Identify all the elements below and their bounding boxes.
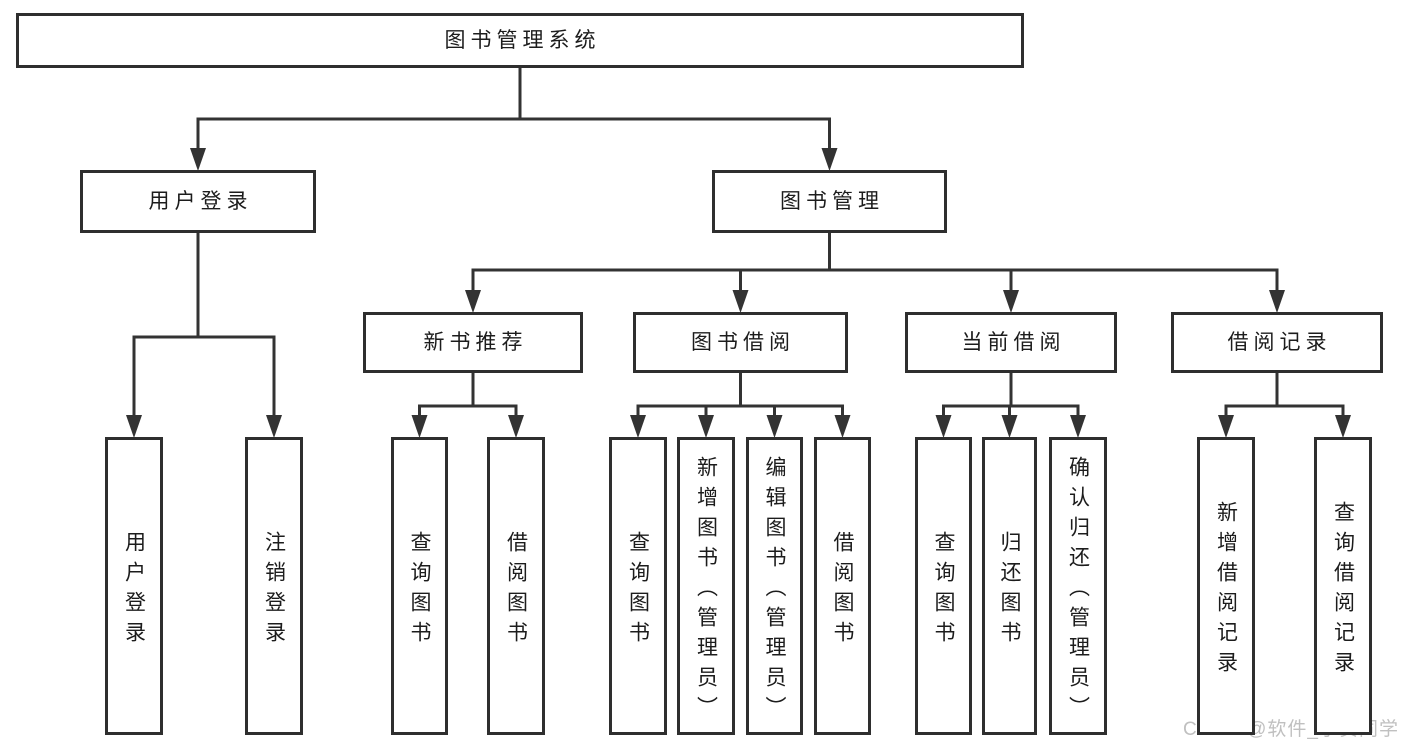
node-label: 编辑图书（管理员） (763, 455, 786, 726)
arrowhead (411, 415, 428, 438)
arrowhead (732, 290, 749, 313)
arrowhead (1218, 415, 1234, 438)
arrowhead (766, 415, 783, 438)
node-leaf-confirm-return: 确认归还（管理员） (1049, 437, 1107, 735)
edges-from-book-borrow (630, 371, 851, 438)
node-label: 查询借阅记录 (1331, 500, 1355, 681)
arrowhead (1003, 290, 1019, 313)
node-label: 归还图书 (998, 530, 1021, 651)
node-borrow-records: 借阅记录 (1171, 312, 1383, 373)
arrowhead (465, 290, 481, 313)
node-new-book-rec: 新书推荐 (363, 312, 583, 373)
node-label: 新书推荐 (423, 331, 528, 354)
node-leaf-borrow-books-new: 借阅图书 (487, 437, 545, 735)
node-label: 用户登录 (122, 530, 146, 651)
node-book-borrow: 图书借阅 (633, 312, 848, 373)
node-label: 图书管理系统 (444, 29, 601, 52)
edges-from-new-book-rec (411, 371, 524, 438)
node-root: 图书管理系统 (16, 13, 1024, 68)
arrowhead (1335, 415, 1351, 438)
node-book-mgmt: 图书管理 (712, 170, 947, 233)
node-leaf-borrow-books-borrow: 借阅图书 (814, 437, 871, 735)
node-leaf-logout: 注销登录 (245, 437, 303, 735)
arrowhead (508, 415, 524, 438)
edges-from-borrow-records (1218, 371, 1351, 438)
node-label: 借阅图书 (831, 530, 854, 651)
edges-from-current-borrow (935, 371, 1086, 438)
arrowhead (266, 415, 282, 438)
arrowhead (1269, 290, 1285, 313)
arrowhead (821, 148, 838, 171)
arrowhead (698, 415, 714, 438)
node-leaf-return-books: 归还图书 (982, 437, 1037, 735)
node-label: 查询图书 (626, 530, 650, 651)
arrowhead (190, 148, 206, 171)
node-leaf-user-login: 用户登录 (105, 437, 163, 735)
node-label: 用户登录 (148, 190, 253, 213)
node-label: 新增借阅记录 (1214, 500, 1238, 681)
arrowhead (834, 415, 851, 438)
edges-from-book-mgmt (465, 231, 1285, 313)
node-current-borrow: 当前借阅 (905, 312, 1117, 373)
edges-from-user-login (126, 231, 282, 438)
node-label: 图书管理 (780, 190, 884, 213)
arrowhead (630, 415, 646, 438)
node-label: 确认归还（管理员） (1066, 455, 1090, 726)
node-leaf-query-books-current: 查询图书 (915, 437, 972, 735)
node-label: 当前借阅 (961, 331, 1066, 354)
arrowhead (126, 415, 142, 438)
node-label: 借阅图书 (504, 530, 528, 651)
node-leaf-edit-books: 编辑图书（管理员） (746, 437, 803, 735)
arrowhead (935, 415, 952, 438)
node-label: 查询图书 (408, 530, 431, 651)
arrowhead (1070, 415, 1086, 438)
node-label: 图书借阅 (691, 331, 795, 354)
arrowhead (1001, 415, 1018, 438)
node-leaf-query-borrow-record: 查询借阅记录 (1314, 437, 1372, 735)
node-leaf-query-books-borrow: 查询图书 (609, 437, 667, 735)
node-leaf-query-books-new: 查询图书 (391, 437, 448, 735)
edges-from-root (190, 66, 838, 171)
node-leaf-add-books: 新增图书（管理员） (677, 437, 735, 735)
node-label: 借阅记录 (1227, 331, 1332, 354)
node-user-login: 用户登录 (80, 170, 316, 233)
node-label: 注销登录 (262, 530, 286, 651)
node-label: 新增图书（管理员） (694, 455, 718, 726)
node-label: 查询图书 (932, 530, 955, 651)
node-leaf-add-borrow-record: 新增借阅记录 (1197, 437, 1255, 735)
